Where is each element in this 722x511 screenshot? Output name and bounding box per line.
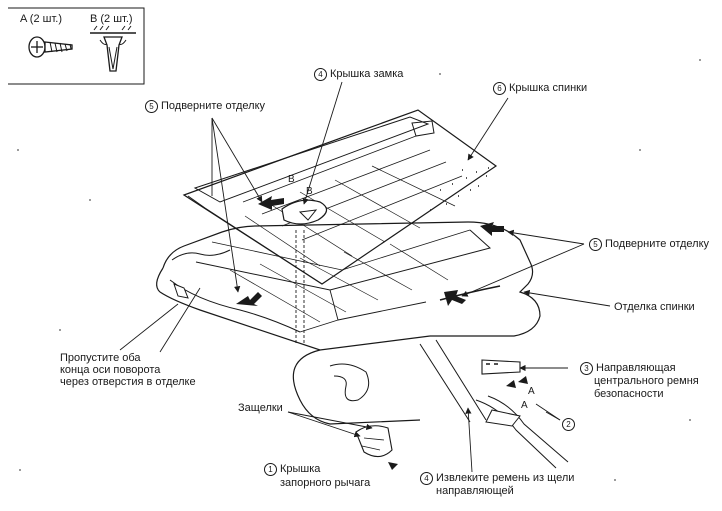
callout-number: 2 xyxy=(562,418,575,431)
callout-number: 5 xyxy=(145,100,158,113)
page-specks xyxy=(17,59,701,481)
fold-arrow-left-cover xyxy=(258,196,284,210)
clip-b-icon xyxy=(90,25,136,72)
fold-arrow-trim xyxy=(444,290,466,306)
callout-latches: Защелки xyxy=(238,402,283,414)
callout-number: 3 xyxy=(580,362,593,375)
fold-arrow-right-cover xyxy=(480,222,504,236)
callout-pivot-line3: через отверстия в отделке xyxy=(60,376,196,388)
mark-a-lower: A xyxy=(521,400,528,411)
mark-a-upper: A xyxy=(528,386,535,397)
callout-pivot-line2: конца оси поворота xyxy=(60,364,161,376)
callout-text: Направляющая xyxy=(596,362,676,374)
fold-arrow-left-edge xyxy=(236,292,262,306)
callout-number: 6 xyxy=(493,82,506,95)
callout-belt-guide-line2: центрального ремня xyxy=(594,375,699,387)
callout-number: 4 xyxy=(420,472,433,485)
callout-number: 5 xyxy=(589,238,602,251)
callout-belt-guide-line3: безопасности xyxy=(594,388,664,400)
fastener-b-label: B (2 шт.) xyxy=(90,13,133,25)
callout-text: Подверните отделку xyxy=(161,100,266,112)
callout-text: Подверните отделку xyxy=(605,238,710,250)
leader-lines xyxy=(119,81,611,473)
fold-arrows xyxy=(236,196,528,470)
seatback-body xyxy=(156,221,569,469)
mark-b-left: B xyxy=(288,174,295,185)
screw-a-icon xyxy=(28,36,73,58)
seatback-cover-part xyxy=(182,109,498,285)
callout-text: Извлеките ремень из щели xyxy=(436,472,575,484)
latch-cover-arrow xyxy=(388,462,398,470)
callout-number: 1 xyxy=(264,463,277,476)
belt-guide-arrows xyxy=(506,376,528,388)
fastener-a-label: A (2 шт.) xyxy=(20,13,62,25)
callout-number: 4 xyxy=(314,68,327,81)
fastener-legend-box xyxy=(8,7,145,85)
callout-step-2: 2 xyxy=(562,418,578,431)
callout-seatback-trim: Отделка спинки xyxy=(614,301,695,313)
callout-pivot-line1: Пропустите оба xyxy=(60,352,141,364)
lock-cover-arrow xyxy=(298,209,318,221)
callout-latch-lever-cover-line2: запорного рычага xyxy=(280,477,371,489)
callout-remove-belt-line2: направляющей xyxy=(436,485,514,497)
callout-text: Крышка замка xyxy=(330,68,404,80)
callout-text: Крышка спинки xyxy=(509,82,588,94)
mark-b-right: B xyxy=(306,186,313,197)
callout-text: Крышка xyxy=(280,463,321,475)
